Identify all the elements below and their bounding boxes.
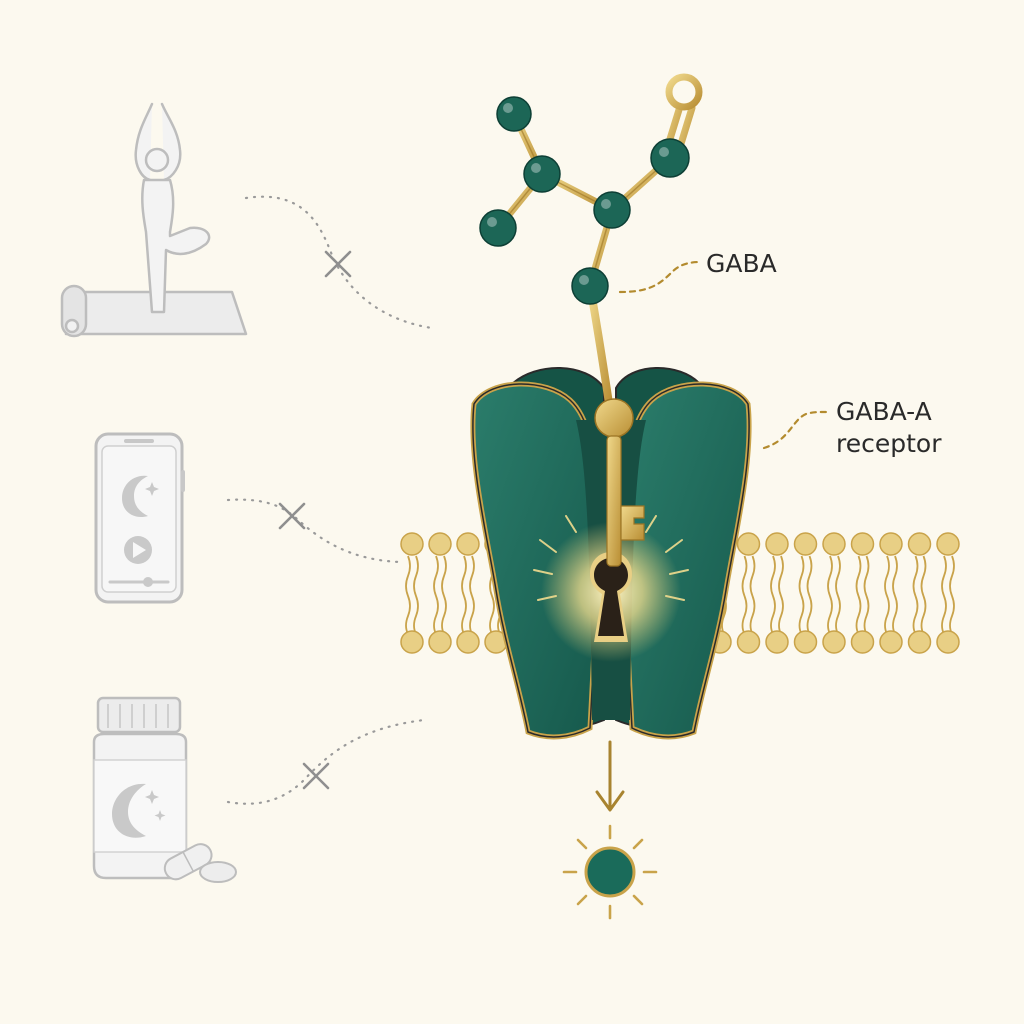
keyhole-icon [590,552,632,642]
calm-sun-icon [562,824,658,920]
receptor-label-line1: GABA-A [836,397,932,426]
atom [523,155,561,193]
x-mark-icon [324,250,352,278]
receptor-callout-line [762,410,828,450]
blocked-path-1 [244,195,434,330]
atom [650,138,690,178]
yoga-pose-icon [60,102,248,338]
sleep-app-phone-icon [94,432,185,604]
atom [571,267,609,305]
receptor-label-line2: receptor [836,429,942,458]
down-arrow-icon [595,740,625,812]
phospholipid [793,532,818,654]
phospholipid [822,532,846,654]
phospholipid [936,532,960,654]
phospholipid [428,532,452,654]
gaba-molecule [479,73,703,567]
blocked-path-3 [226,718,426,805]
phospholipid [765,532,789,654]
phospholipid [879,532,903,654]
phospholipid [400,532,424,654]
atom [593,191,631,229]
blocked-path-2 [226,498,402,564]
x-mark-icon [278,502,306,530]
phospholipid [456,532,480,654]
atom [479,209,517,247]
phospholipid [850,532,875,654]
sleep-pill-bottle-icon [92,696,237,883]
phospholipid [736,532,761,654]
gaba-label: GABA [706,249,777,278]
atom [496,96,532,132]
phospholipid [907,532,932,654]
gaba-callout-line [618,260,702,294]
gaba-a-receptor [470,367,752,740]
x-mark-icon [302,762,330,790]
